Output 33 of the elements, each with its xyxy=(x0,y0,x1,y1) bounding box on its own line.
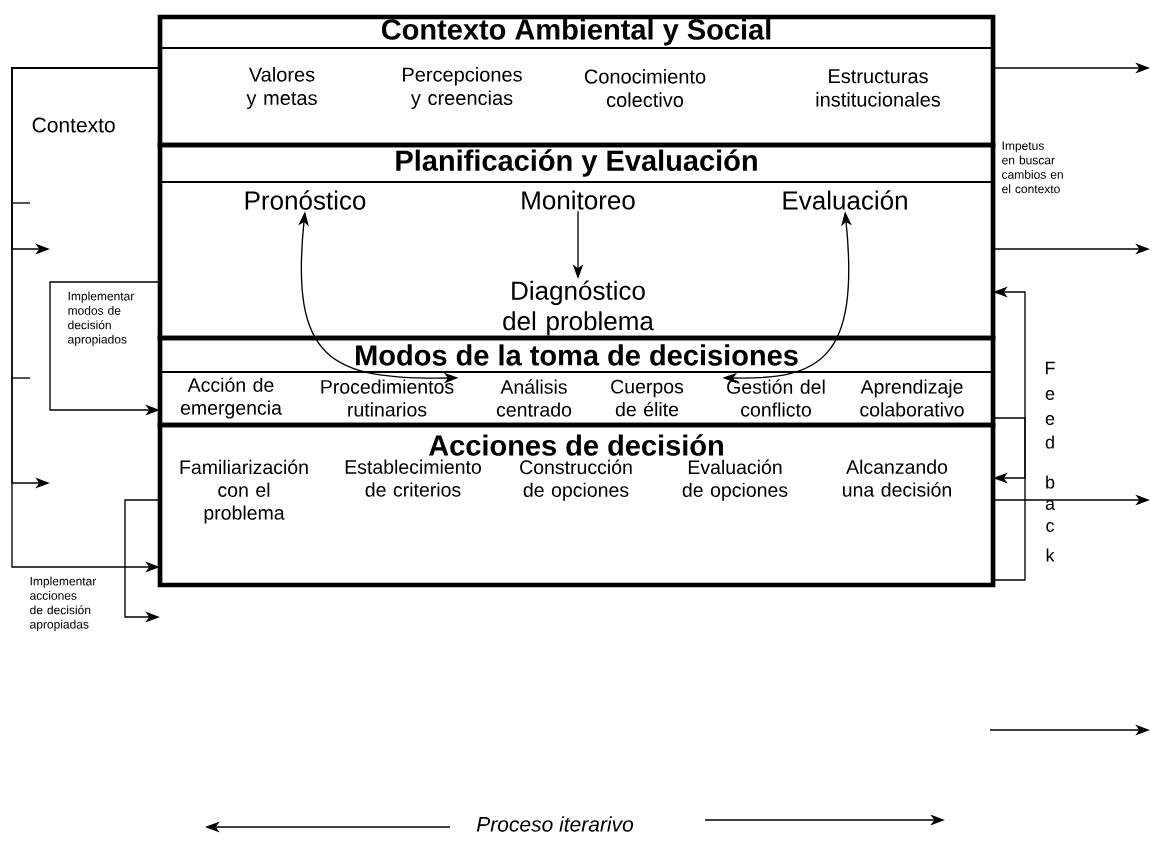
feedback-letter: e xyxy=(1045,415,1055,425)
item-text: Valores y metas xyxy=(246,67,317,109)
feedback-letter: d xyxy=(1045,435,1054,449)
item-text: Alcanzando una decisión xyxy=(843,459,951,497)
feedback-letter: a xyxy=(1045,500,1056,510)
item-text: Procedimientos rutinarios xyxy=(321,379,454,417)
item-text: Aprendizaje colaborativo xyxy=(860,379,964,417)
item-text: Evaluación xyxy=(783,190,907,210)
item-text: Percepciones y creencias xyxy=(403,67,522,109)
item-text: Cuerpos de élite xyxy=(611,379,684,417)
note-text: Contexto xyxy=(32,117,115,133)
item-text: Acción de emergencia xyxy=(180,377,282,419)
item-text: Diagnóstico del problema xyxy=(503,280,654,336)
item-text: Estructuras institucionales xyxy=(816,69,941,107)
bracket-arrow xyxy=(992,417,1026,484)
item-text: Pronóstico xyxy=(245,190,366,210)
feedback-letter: e xyxy=(1045,390,1055,400)
item-text: Familiarización con el problema xyxy=(180,459,308,524)
note-text: Implementar acciones de decisión apropiadas xyxy=(30,576,97,631)
feedback-letter: c xyxy=(1046,522,1055,532)
caption-text: Proceso iterarivo xyxy=(476,816,634,832)
item-text: Establecimiento de criterios xyxy=(345,459,481,497)
feedback-letter: F xyxy=(1046,361,1055,375)
feedback-letter: b xyxy=(1046,475,1055,489)
item-text: Análisis centrado xyxy=(496,379,572,417)
item-text: Conocimiento colectivo xyxy=(584,68,706,108)
item-text: Monitoreo xyxy=(522,190,635,210)
item-text: Construcción de opciones xyxy=(520,459,632,501)
note-text: Impetus en buscar cambios en el contexto xyxy=(1002,141,1063,194)
feedback-letter: k xyxy=(1046,548,1055,562)
item-text: Evaluación de opciones xyxy=(682,459,788,501)
item-text: Gestión del conflicto xyxy=(727,379,825,417)
note-text: Implementar modos de decisión apropiados xyxy=(68,291,135,346)
